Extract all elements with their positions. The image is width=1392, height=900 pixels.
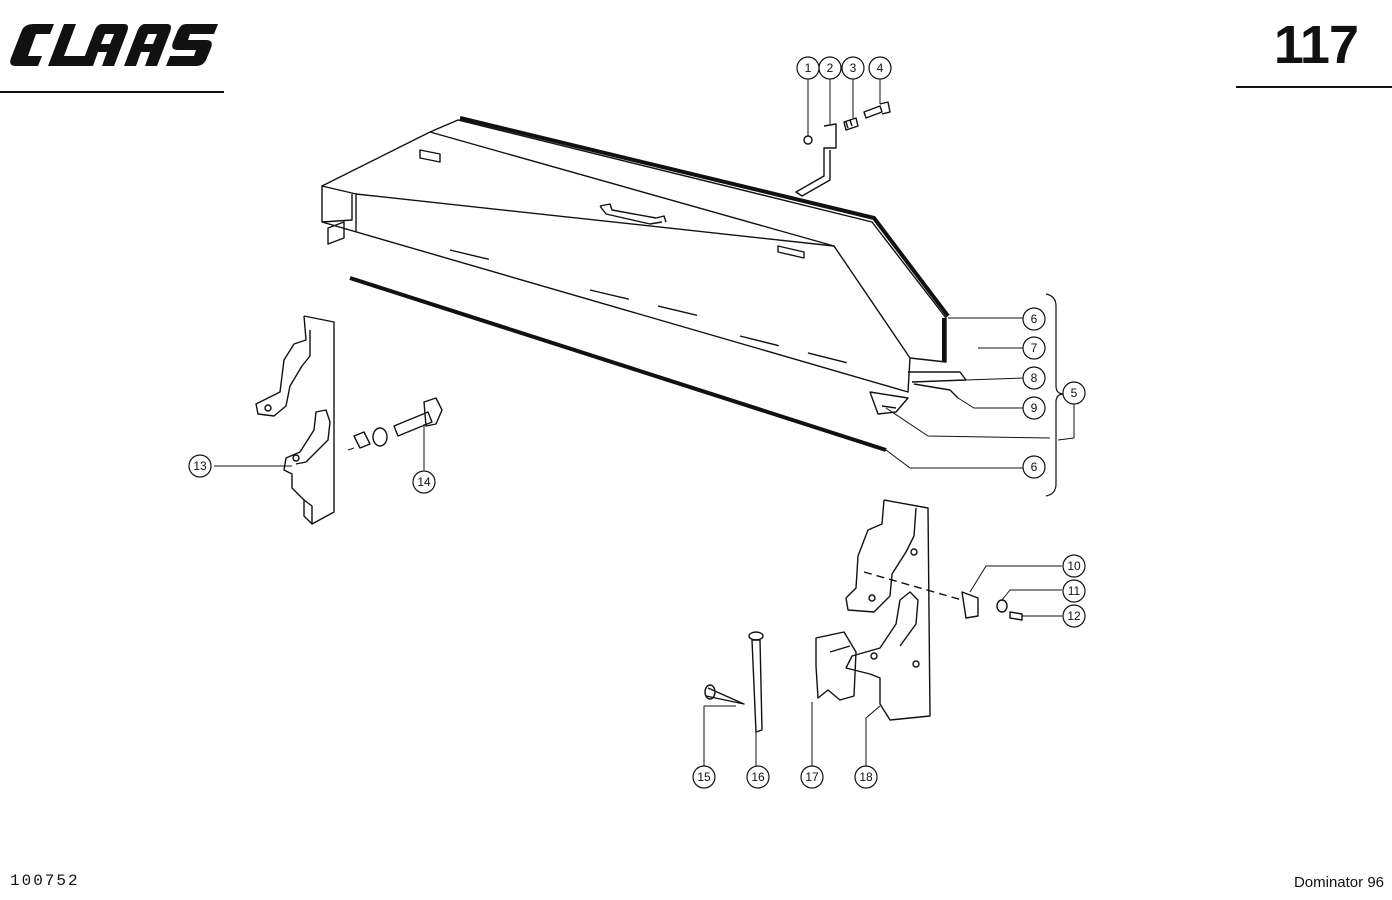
callout-6-upper: 6 [1031, 312, 1038, 326]
callout-4: 4 [877, 61, 884, 75]
callout-14: 14 [417, 475, 431, 489]
callout-15: 15 [697, 770, 711, 784]
bushing-half [815, 631, 857, 701]
callout-6-lower: 6 [1031, 460, 1038, 474]
header-rule-right [1236, 86, 1392, 88]
alignment-line [863, 571, 963, 601]
callout-10: 10 [1067, 559, 1081, 573]
callout-3: 3 [850, 61, 857, 75]
leader-lines [214, 79, 1075, 766]
page-number: 117 [1273, 15, 1359, 75]
callout-2: 2 [827, 61, 834, 75]
fastener-set-top [795, 101, 891, 197]
header-rule-left [0, 91, 224, 93]
bracket-left [255, 315, 335, 525]
callout-8: 8 [1031, 371, 1038, 385]
callout-18: 18 [859, 770, 873, 784]
callout-11: 11 [1068, 584, 1081, 598]
fastener-set-right [961, 591, 1023, 621]
group-brace [1045, 293, 1065, 497]
seal-strip-lower [349, 276, 887, 452]
callout-9: 9 [1031, 401, 1038, 415]
cover-panel [321, 116, 967, 415]
bolt-assembly [353, 397, 443, 449]
callout-12: 12 [1067, 609, 1081, 623]
callout-1: 1 [805, 61, 812, 75]
callout-7: 7 [1031, 341, 1038, 355]
callout-13: 13 [193, 459, 207, 473]
bracket-right [845, 499, 931, 721]
claas-logo [10, 24, 218, 66]
callout-5: 5 [1071, 386, 1078, 400]
linch-pin [704, 684, 745, 705]
callout-16: 16 [751, 770, 765, 784]
callout-17: 17 [805, 770, 819, 784]
model-name: Dominator 96 [1293, 874, 1384, 891]
document-number: 100752 [10, 872, 80, 890]
pin [748, 631, 764, 733]
callout-circles [188, 56, 1086, 789]
